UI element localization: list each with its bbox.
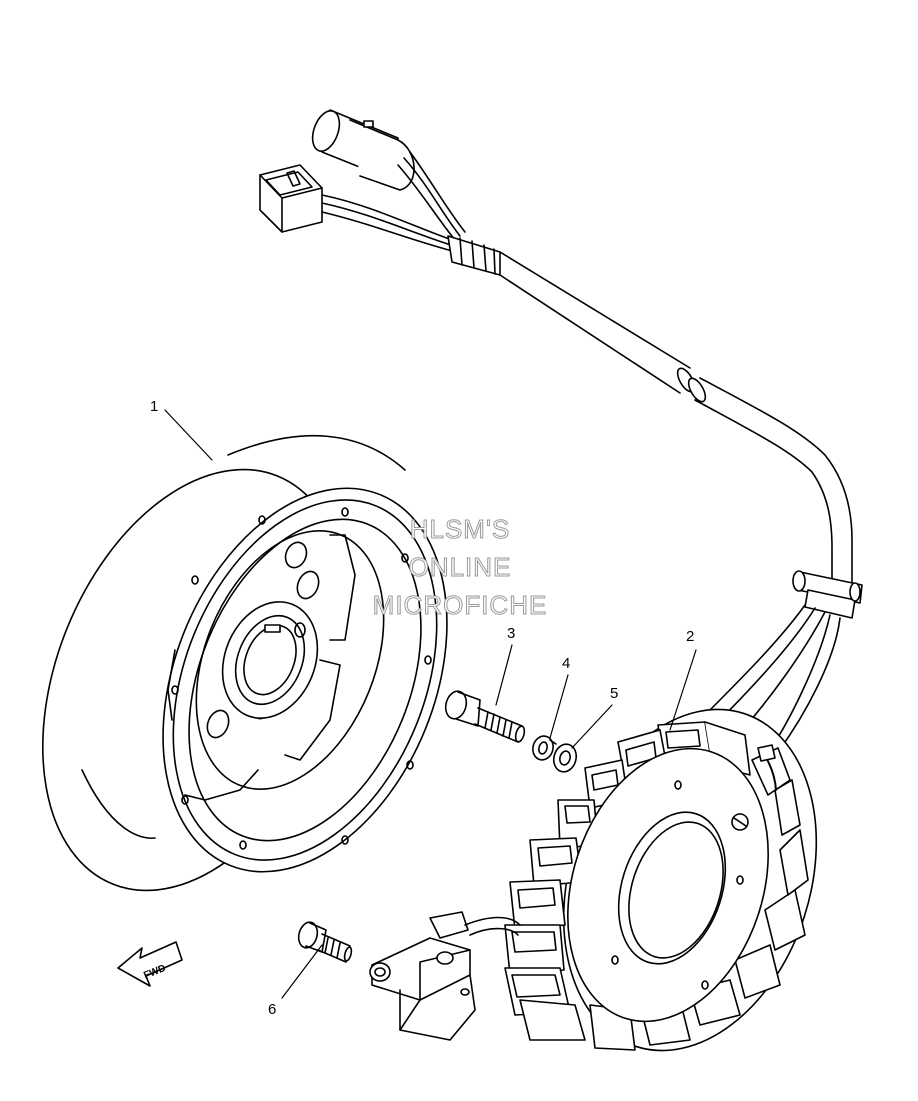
- callout-2: 2: [686, 628, 694, 645]
- grommet: [792, 570, 863, 619]
- callout-3: 3: [507, 625, 515, 642]
- rim-bolt-holes: [171, 507, 432, 850]
- callout-1: 1: [150, 398, 158, 415]
- callout-4: 4: [562, 655, 570, 672]
- leader-lines: [164, 409, 697, 999]
- pickup-coil: [369, 911, 521, 1041]
- rotor-hub: [221, 601, 319, 719]
- square-coupler: [259, 164, 323, 233]
- screw-part-6: [297, 921, 353, 963]
- fwd-arrow-icon: FWD: [117, 941, 183, 987]
- lock-washer-part-4: [532, 735, 557, 761]
- rotor-assembly: [42, 435, 448, 892]
- round-coupler: [311, 109, 415, 191]
- washer-part-5: [552, 743, 578, 773]
- callout-6: 6: [268, 1001, 276, 1018]
- bolt-part-3: [444, 690, 526, 743]
- stator-assembly: [504, 708, 818, 1052]
- wire-harness: [259, 109, 863, 753]
- callout-5: 5: [610, 685, 618, 702]
